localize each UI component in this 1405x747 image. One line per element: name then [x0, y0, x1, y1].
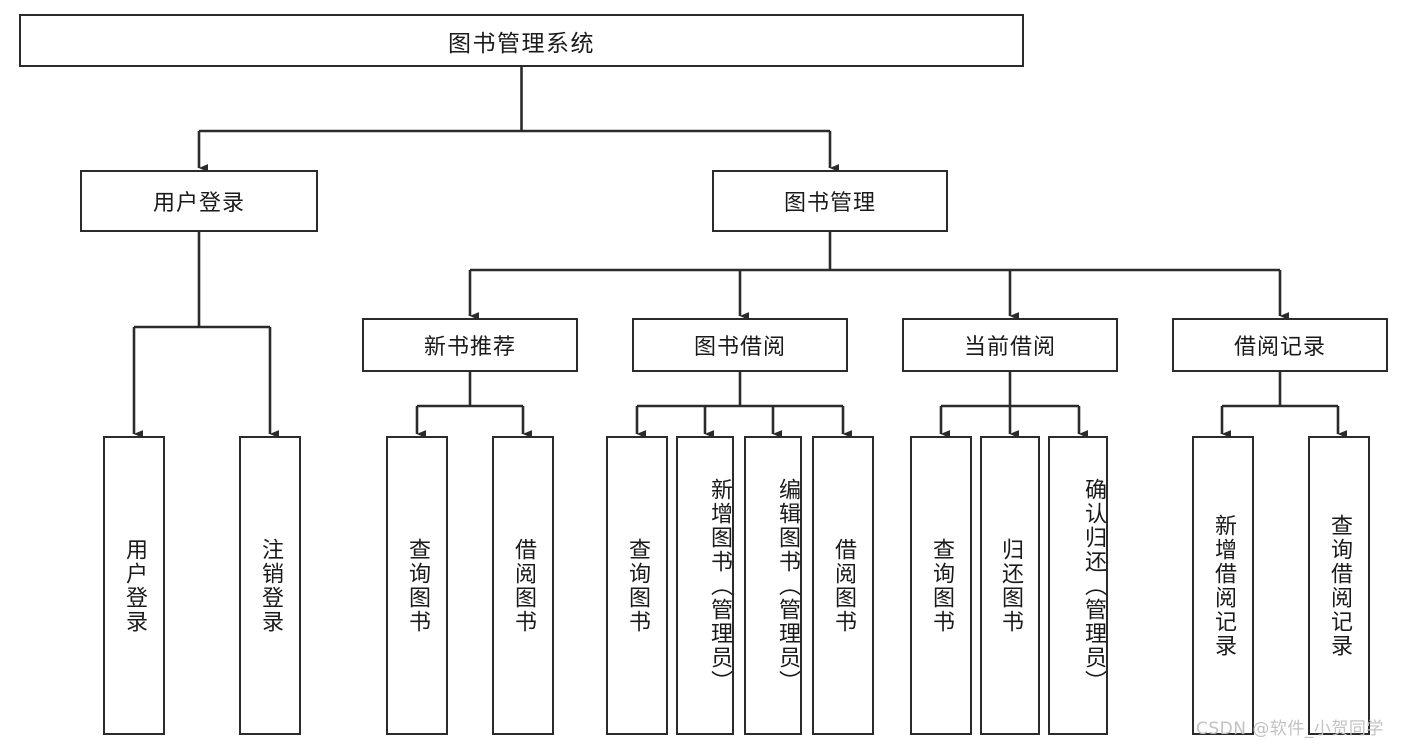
- leaf-record-query-record[interactable]: 查询借阅记录: [1308, 436, 1370, 735]
- node-borrow-record[interactable]: 借阅记录: [1172, 318, 1388, 372]
- node-book-management[interactable]: 图书管理: [712, 170, 948, 232]
- leaf-current-query-book[interactable]: 查询图书: [910, 436, 972, 735]
- node-user-login[interactable]: 用户登录: [80, 170, 318, 232]
- leaf-current-confirm-return-admin[interactable]: 确认归还（管理员）: [1048, 436, 1108, 735]
- leaf-borrow-query-book[interactable]: 查询图书: [606, 436, 668, 735]
- node-root-system[interactable]: 图书管理系统: [19, 14, 1024, 67]
- leaf-borrow-borrow-book[interactable]: 借阅图书: [812, 436, 874, 735]
- leaf-new-book-borrow[interactable]: 借阅图书: [492, 436, 554, 735]
- node-book-borrow[interactable]: 图书借阅: [632, 318, 848, 372]
- csdn-watermark: CSDN @软件_小贺同学: [1196, 719, 1384, 739]
- leaf-user-login-signout[interactable]: 注销登录: [239, 436, 301, 735]
- node-current-borrow[interactable]: 当前借阅: [902, 318, 1118, 372]
- leaf-borrow-add-book-admin[interactable]: 新增图书（管理员）: [676, 436, 734, 735]
- leaf-record-add-record[interactable]: 新增借阅记录: [1192, 436, 1254, 735]
- leaf-user-login-signin[interactable]: 用户登录: [103, 436, 165, 735]
- leaf-new-book-query[interactable]: 查询图书: [386, 436, 448, 735]
- leaf-borrow-edit-book-admin[interactable]: 编辑图书（管理员）: [744, 436, 802, 735]
- node-new-book-recommend[interactable]: 新书推荐: [362, 318, 578, 372]
- leaf-current-return-book[interactable]: 归还图书: [980, 436, 1040, 735]
